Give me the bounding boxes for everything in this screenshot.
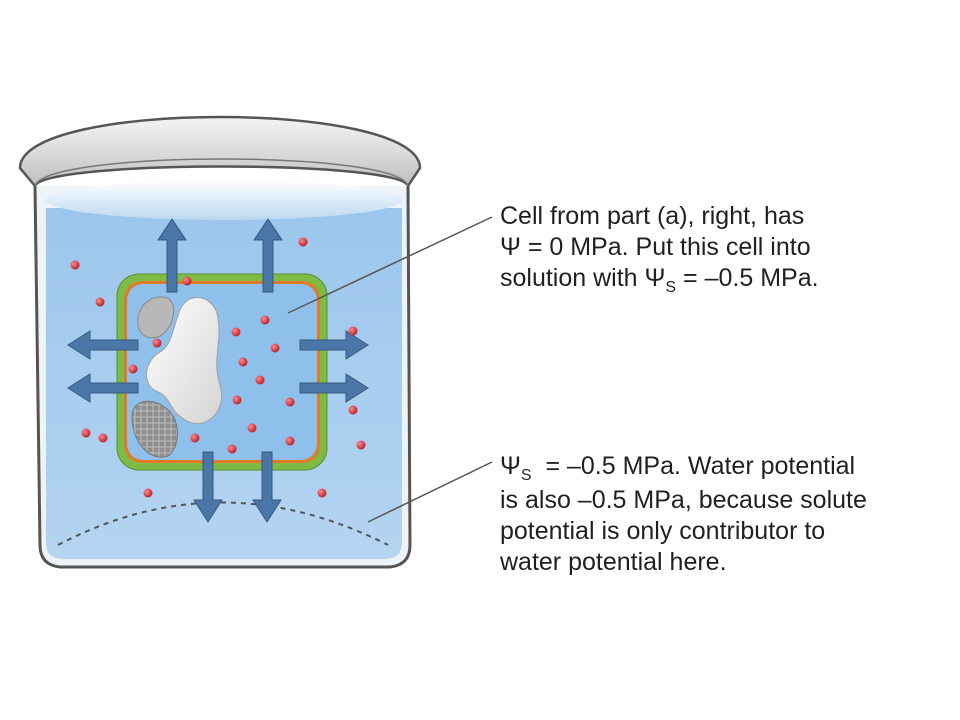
solute-particle: [190, 433, 200, 443]
arrow-up-right: [253, 218, 283, 293]
psi-symbol: Ψ: [500, 233, 521, 261]
solute-particle: [356, 440, 366, 450]
solute-particle: [260, 315, 270, 325]
arrow-left-bottom: [67, 373, 139, 403]
leader-line-cell: [287, 216, 493, 314]
solute-particle: [317, 488, 327, 498]
arrow-right-bottom: [299, 373, 369, 403]
caption-solution-line4: water potential here.: [500, 548, 727, 576]
solute-particle: [81, 428, 91, 438]
solute-particle: [270, 343, 280, 353]
solute-particle: [247, 423, 257, 433]
solute-particle: [348, 405, 358, 415]
water-surface: [46, 180, 402, 220]
dashed-boundary: [57, 501, 389, 546]
caption-solution-line1: ΨS = –0.5 MPa. Water potential: [500, 452, 856, 484]
organelle: [137, 296, 175, 339]
solute-particle: [70, 260, 80, 270]
solute-particle: [348, 326, 358, 336]
solute-particles: [70, 237, 366, 498]
caption-cell: Cell from part (a), right, has Ψ = 0 MPa…: [500, 201, 819, 297]
water-flow-arrows: [67, 218, 369, 523]
caption-cell-line1: Cell from part (a), right, has: [500, 202, 805, 230]
solute-particle: [285, 436, 295, 446]
arrow-left-top: [67, 330, 139, 360]
caption-cell-line3: solution with ΨS = –0.5 MPa.: [500, 264, 819, 296]
solute-particle: [98, 433, 108, 443]
solute-particle: [152, 338, 162, 348]
beaker-rim: [18, 115, 422, 189]
caption-solution-line3: potential is only contributor to: [500, 517, 826, 545]
caption-solution-line2: is also –0.5 MPa, because solute: [500, 486, 867, 514]
psi-subscript: S: [665, 279, 677, 296]
psi-symbol: Ψ: [500, 452, 521, 480]
central-vacuole: [146, 297, 223, 425]
arrow-up-left: [157, 218, 187, 293]
solute-particle: [238, 357, 248, 367]
arrow-right-top: [299, 330, 369, 360]
solute-particle: [255, 375, 265, 385]
chloroplast: [131, 400, 178, 458]
arrow-down-left: [193, 451, 223, 523]
solute-particle: [232, 395, 242, 405]
solute-particle: [182, 276, 192, 286]
leader-line-solution: [367, 461, 493, 523]
caption-cell-line2: Ψ = 0 MPa. Put this cell into: [500, 233, 811, 261]
arrow-down-right: [252, 451, 282, 523]
solute-particle: [285, 397, 295, 407]
solute-particle: [231, 327, 241, 337]
solute-particle: [128, 364, 138, 374]
psi-symbol: Ψ: [644, 264, 666, 292]
psi-subscript: S: [520, 467, 532, 484]
solute-particle: [227, 444, 237, 454]
solute-particle: [95, 297, 105, 307]
solute-particle: [298, 237, 308, 247]
caption-solution: ΨS = –0.5 MPa. Water potential is also –…: [500, 451, 867, 578]
solute-particle: [143, 488, 153, 498]
